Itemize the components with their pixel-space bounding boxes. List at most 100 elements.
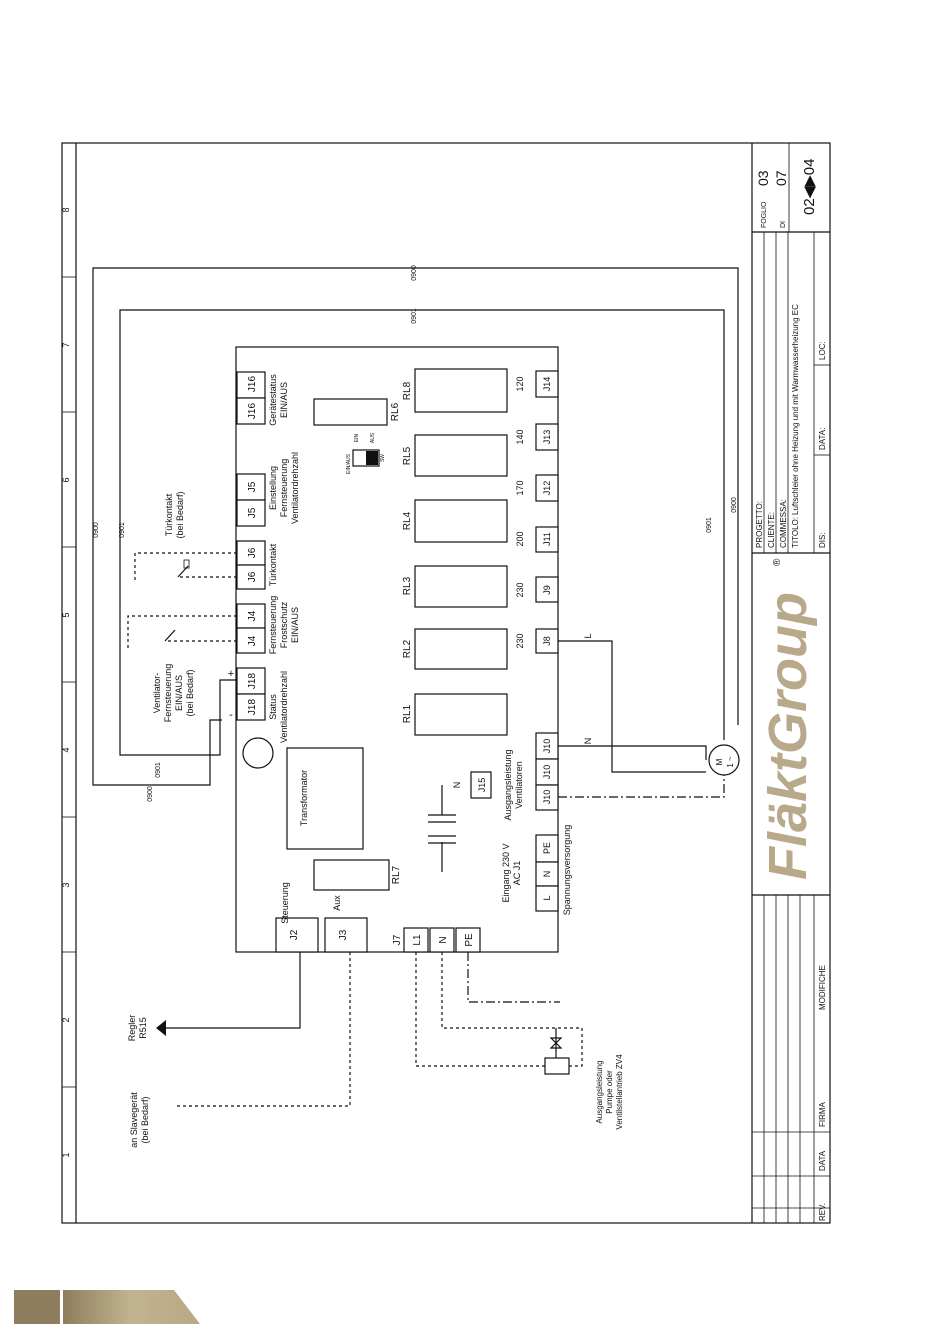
terminal-j6a: J6 [247,547,258,558]
switch-ein-label: EIN [354,433,360,442]
loc-label: LOC: [818,341,827,360]
rev-label: REV. [818,1203,827,1221]
di-label: DI [780,221,787,228]
terminal-pe-in: PE [542,842,552,854]
einstellung-label-3: Ventilatordrehzahl [290,452,300,524]
foglio-label: FOGLIO [761,201,768,228]
grid-number-4: 4 [61,747,71,752]
slave-label-2: (bei Bedarf) [140,1096,150,1143]
sheet-pages: 02◀▶04 [801,159,818,215]
grid-dividers [62,276,76,1088]
bottom-connectors [275,917,481,953]
speed-value-j11: 200 [515,531,525,546]
fernsteuerung-label-1: Fernsteuerung [268,596,278,655]
pumpe-label-1: Ausgangsleistung [595,1060,604,1123]
regler-label-2: R515 [138,1017,148,1039]
terminal-n7: N [438,936,449,943]
terminal-j10c: J10 [542,790,552,805]
relay-rl2: RL2 [402,639,413,658]
relay-rl4: RL4 [402,511,413,530]
drawing-frame [61,142,831,1224]
grid-number-7: 7 [61,342,71,347]
transformer [286,747,364,850]
minus-sign: - [229,709,233,721]
terminal-j5b: J5 [247,507,258,518]
terminal-j16a: J16 [247,376,258,393]
foglio-value: 03 [755,170,771,186]
j15-n-label: N [452,782,462,789]
grid-number-1: 1 [61,1152,71,1157]
data-rev-label: DATA [818,1150,827,1171]
terminal-n-in: N [542,871,552,878]
di-value: 07 [773,170,789,186]
cliente-label: CLIENTE: [767,512,776,548]
footer-band [14,1290,200,1324]
ventilator-label-2: Fernsteuerung [163,664,173,723]
commessa-label: COMMESSA: [779,499,788,548]
progetto-label: PROGETTO: [755,501,764,548]
terminal-j4b: J4 [247,635,258,646]
terminal-j8: J8 [542,636,552,646]
pump-valve-output [415,952,583,1075]
pumpe-label-3: Ventilstellantrieb ZV4 [615,1054,624,1130]
pumpe-label-2: Pumpe oder [605,1070,614,1114]
grid-number-5: 5 [61,612,71,617]
tuerkontakt-ext-label-2: (bei Bedarf) [175,491,185,538]
terminal-l-in: L [542,895,552,900]
terminal-j6b: J6 [247,571,258,582]
modifiche-label: MODIFICHE [818,965,827,1010]
slave-label-1: an Slavegerät [129,1092,139,1148]
terminal-j14: J14 [542,377,552,392]
motor-label-1: M [715,758,724,765]
data-label: DATA: [818,428,827,450]
titolo-label: TITOLO: [791,517,800,548]
status-label-2: Ventilatordrehzahl [279,671,289,743]
speed-value-j9: 230 [515,582,525,597]
firma-label: FIRMA [818,1101,827,1127]
titolo-value: Luftschleier ohne Heizung und mit Warmwa… [791,304,800,515]
ventilator-label-4: (bei Bedarf) [185,669,195,716]
relay-rl1: RL1 [402,704,413,723]
relay-rl7: RL7 [391,865,402,884]
switch-sw-label: SW [380,454,386,462]
relay-rl3: RL3 [402,576,413,595]
title-block [751,143,830,1223]
terminal-l1: L1 [412,934,423,946]
terminal-j13: J13 [542,430,552,445]
dis-label: DIS: [818,532,827,548]
terminal-j15: J15 [477,778,487,793]
ausgang-ventilatoren-1: Ausgangsleistung [503,749,513,820]
door-contact [134,552,237,580]
aux-label: Aux [332,895,342,911]
ventilator-remote-contact [127,615,237,650]
registered-mark: ® [772,558,783,566]
einstellung-label-1: Einstellung [268,466,278,510]
terminal-j10a: J10 [542,739,552,754]
transformer-label: Transformator [299,770,309,826]
eingang-label-1: Eingang 230 V [501,843,511,902]
grid-number-3: 3 [61,882,71,887]
tuerkontakt-ext-label-1: Türkontakt [164,493,174,536]
motor-wiring [558,640,740,798]
grid-number-8: 8 [61,207,71,212]
terminal-j4a: J4 [247,610,258,621]
flaktgroup-logo: FläktGroup [758,592,818,880]
wire-label-2: 0901 [119,522,126,538]
ventilator-label-3: EIN/AUS [174,675,184,711]
switch-aus-label: AUS [370,432,376,443]
terminal-j2: J2 [289,929,300,940]
capacitor-symbol [428,785,456,872]
power-input-terminals [535,834,559,912]
fernsteuerung-label-3: EIN/AUS [290,607,300,643]
external-cable-loops [92,267,739,786]
terminal-j10b: J10 [542,765,552,780]
round-component [242,737,274,769]
steuerung-label: Steuerung [280,882,290,924]
dip-switch [352,449,380,467]
wire-label-6: 0901 [411,308,418,324]
terminal-j7: J7 [392,934,403,945]
terminal-j3: J3 [338,929,349,940]
switch-ein-aus-label: EIN/AUS [346,453,352,474]
einstellung-label-2: Fernsteuerung [279,459,289,518]
